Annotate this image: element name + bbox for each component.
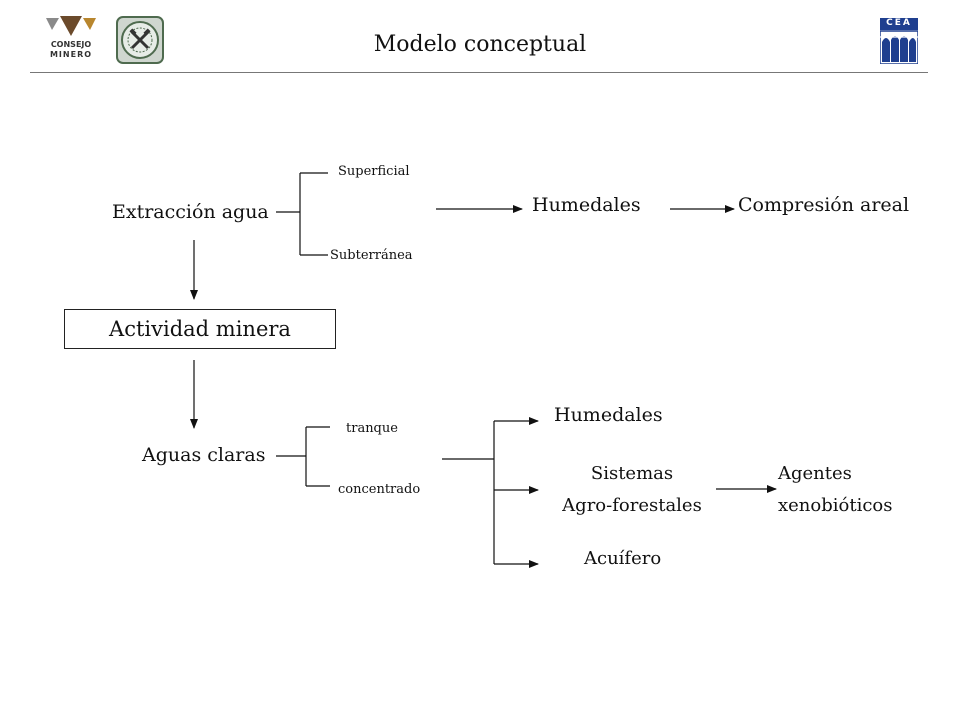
node-sistemas-line-1: Sistemas bbox=[590, 463, 674, 484]
triangle-logo-icon bbox=[46, 16, 96, 36]
logo-line-1: CONSEJO bbox=[50, 40, 92, 49]
node-acuifero: Acuífero bbox=[584, 548, 662, 569]
node-extraccion-agua: Extracción agua bbox=[112, 201, 269, 223]
fanout-bracket bbox=[442, 421, 495, 564]
label-tranque: tranque bbox=[346, 421, 398, 436]
cea-logo-icon bbox=[879, 18, 919, 65]
node-sistemas-line-2: Agro-forestales bbox=[562, 495, 702, 516]
cea-logo-text: CEA bbox=[886, 18, 912, 28]
page-title: Modelo conceptual bbox=[373, 32, 587, 57]
node-humedales-bottom: Humedales bbox=[554, 404, 663, 426]
logo-line-2: MINERO bbox=[49, 50, 93, 59]
seal-logo bbox=[116, 16, 164, 64]
actividad-minera-label: Actividad minera bbox=[109, 317, 291, 341]
seal-emblem-icon bbox=[116, 16, 164, 64]
label-superficial: Superficial bbox=[338, 164, 410, 179]
aguas-bracket bbox=[276, 426, 330, 487]
header-divider bbox=[30, 72, 928, 73]
node-agentes-line-2: xenobióticos bbox=[778, 495, 893, 516]
node-humedales-top: Humedales bbox=[532, 194, 641, 216]
node-actividad-minera: Actividad minera bbox=[64, 309, 336, 349]
node-aguas-claras: Aguas claras bbox=[142, 444, 266, 466]
extraccion-bracket bbox=[276, 172, 328, 256]
cea-logo: CEA bbox=[879, 18, 919, 65]
label-concentrado: concentrado bbox=[338, 482, 421, 497]
consejo-minero-logo: CONSEJO MINERO bbox=[38, 14, 104, 64]
node-compresion-areal: Compresión areal bbox=[738, 194, 910, 216]
label-subterranea: Subterránea bbox=[330, 248, 413, 263]
node-agentes-line-1: Agentes bbox=[778, 463, 852, 484]
